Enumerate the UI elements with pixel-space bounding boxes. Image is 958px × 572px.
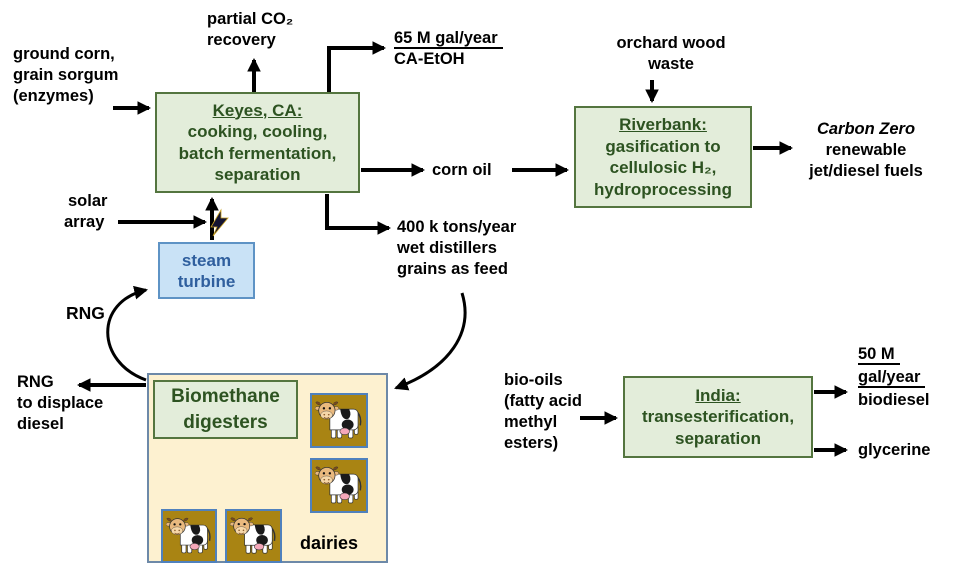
node-steam-turbine: steam turbine (158, 242, 255, 299)
label-rng-displace: RNG to displace diesel (17, 373, 104, 433)
label-orchard-wood: orchard wood waste (616, 34, 726, 73)
label-rng: RNG (66, 303, 105, 323)
arrow-rng-to-turbine-curve (106, 285, 149, 382)
arrow-keyes-to-ethanol (327, 41, 387, 92)
keyes-title: Keyes, CA: (212, 100, 303, 120)
keyes-line: separation (214, 165, 301, 184)
dairies-label: dairies (300, 533, 359, 553)
node-biomethane-digesters: Biomethane digesters (153, 380, 298, 439)
label-ca-ethanol: 65 M gal/year CA-EtOH (394, 28, 503, 70)
label-bio-oils: bio-oils (fatty acid methyl esters) (504, 371, 582, 452)
india-line: separation (675, 428, 761, 448)
label-ground-corn: ground corn, grain sorgum (enzymes) (13, 45, 119, 105)
cow-icon (315, 398, 363, 444)
node-keyes: Keyes, CA: cooking, cooling, batch ferme… (155, 92, 360, 193)
cow-icon (315, 463, 363, 509)
label-wet-distillers: 400 k tons/year wet distillers grains as… (397, 218, 517, 278)
label-partial-co2: partial CO₂ recovery (207, 10, 294, 49)
cow-tile-4 (225, 509, 282, 563)
label-carbon-zero: Carbon Zero renewable jet/diesel fuels (809, 120, 923, 180)
label-corn-oil: corn oil (432, 161, 492, 179)
lightning-bolt-icon (210, 208, 229, 237)
keyes-line: batch fermentation, (178, 143, 337, 163)
label-biodiesel: 50 M gal/year biodiesel (858, 345, 930, 409)
node-india: India: transesterification, separation (623, 376, 813, 458)
node-riverbank: Riverbank: gasification to cellulosic H₂… (574, 106, 752, 208)
cow-tile-1 (310, 393, 368, 448)
arrow-distillers-to-dairies-curve (394, 292, 467, 391)
cow-tile-2 (310, 458, 368, 513)
label-solar-array: solar array (64, 192, 108, 231)
steam-turbine-line: steam (181, 250, 232, 270)
riverbank-title: Riverbank: (619, 115, 707, 134)
riverbank-line: gasification to (605, 136, 721, 156)
cow-icon (166, 514, 212, 559)
india-line: transesterification, (641, 407, 795, 427)
steam-turbine-line: turbine (177, 271, 236, 291)
india-title: India: (695, 385, 741, 405)
label-glycerine: glycerine (858, 441, 931, 459)
riverbank-line: hydroprocessing (594, 179, 732, 199)
keyes-line: cooking, cooling, (187, 122, 328, 141)
cow-icon (230, 514, 277, 559)
riverbank-line: cellulosic H₂, (609, 158, 717, 177)
biomethane-line: Biomethane (171, 385, 280, 407)
cow-tile-3 (161, 509, 217, 563)
biomethane-line: digesters (183, 411, 268, 433)
arrow-keyes-to-distillers (325, 194, 392, 235)
